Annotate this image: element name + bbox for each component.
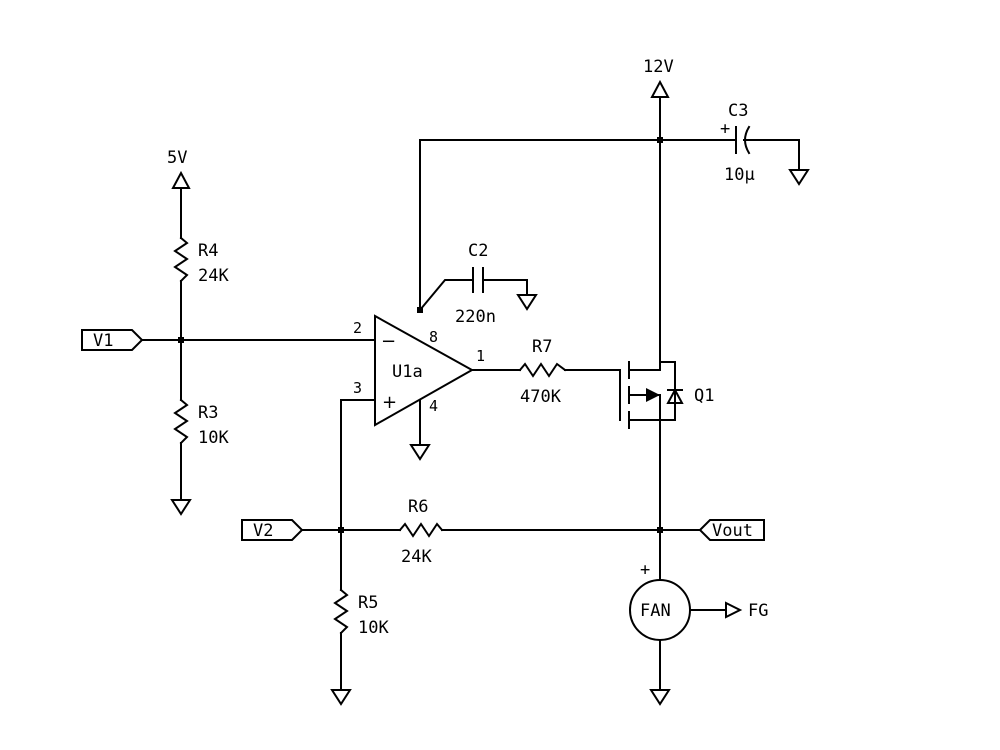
supply-5v: 5V [167, 148, 191, 239]
r6-value: 24K [401, 547, 432, 567]
capacitor-c3: + C3 10µ [659, 101, 810, 186]
opamp-u1a: − + U1a 2 3 1 8 4 [353, 314, 485, 427]
q1-ref: Q1 [694, 386, 714, 406]
fg-label: FG [748, 601, 768, 621]
resistor-r3: R3 10K [173, 398, 229, 448]
ground-c2 [516, 294, 538, 311]
opamp-ref: U1a [392, 362, 423, 382]
svg-text:Vout: Vout [712, 521, 753, 541]
fan-label: FAN [640, 601, 671, 621]
r7-value: 470K [520, 387, 562, 407]
pin-8: 8 [429, 328, 438, 346]
r7-ref: R7 [532, 337, 552, 357]
c3-value: 10µ [724, 165, 755, 185]
fg-arrow-icon [725, 601, 743, 619]
capacitor-c2: C2 220n [418, 241, 538, 327]
wire-gate [564, 369, 621, 421]
port-v2: V2 [241, 519, 304, 541]
svg-text:5V: 5V [167, 148, 187, 168]
wire-noninv [340, 399, 376, 531]
ground-r3 [170, 499, 192, 516]
ground-r5 [330, 689, 352, 706]
r6-ref: R6 [408, 497, 428, 517]
svg-text:V1: V1 [93, 331, 113, 351]
c3-ref: C3 [728, 101, 748, 121]
resistor-r5: R5 10K [333, 588, 389, 638]
c2-ref: C2 [468, 241, 488, 261]
pin-2: 2 [353, 319, 362, 337]
fan-polarity: + [640, 560, 650, 580]
opamp-inv-sign: − [381, 331, 396, 352]
r5-ref: R5 [358, 593, 378, 613]
resistor-r7: R7 470K [518, 337, 567, 407]
mosfet-q1: Q1 [628, 361, 714, 429]
r4-ref: R4 [198, 241, 218, 261]
port-v1: V1 [81, 329, 144, 351]
svg-text:12V: 12V [643, 57, 674, 77]
fan: + FAN FG [629, 560, 768, 641]
pin-1: 1 [476, 347, 485, 365]
c3-polarity: + [720, 119, 730, 139]
junction-v1 [178, 337, 184, 343]
ground-fan [649, 689, 671, 706]
opamp-noninv-sign: + [382, 392, 397, 413]
r4-value: 24K [198, 266, 229, 286]
port-vout: Vout [698, 519, 765, 541]
ground-c3 [788, 169, 810, 186]
c2-value: 220n [455, 307, 496, 327]
pin-4: 4 [429, 397, 438, 415]
r5-value: 10K [358, 618, 389, 638]
svg-text:V2: V2 [253, 521, 273, 541]
r3-value: 10K [198, 428, 229, 448]
ground-opamp [409, 444, 431, 461]
resistor-r6: R6 24K [398, 497, 444, 567]
pin-3: 3 [353, 379, 362, 397]
supply-12v: 12V [643, 57, 674, 363]
resistor-r4: R4 24K [173, 236, 229, 286]
r3-ref: R3 [198, 403, 218, 423]
